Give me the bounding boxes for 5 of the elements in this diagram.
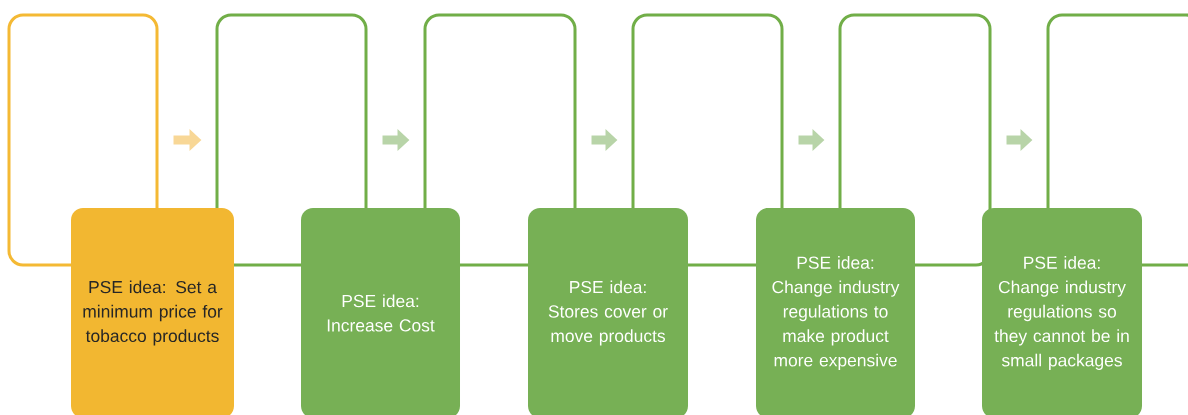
idea-box: PSE idea: Stores cover or move products bbox=[528, 208, 688, 415]
idea-box: PSE idea: Change industry regulations so they cannot be in small packages bbox=[982, 208, 1142, 415]
idea-box: PSE idea: Change industry regulations to make product more expensive bbox=[756, 208, 915, 415]
idea-box: PSE idea: Increase Cost bbox=[301, 208, 460, 415]
idea-box: PSE idea: Set a minimum price for tobacco products bbox=[71, 208, 234, 415]
